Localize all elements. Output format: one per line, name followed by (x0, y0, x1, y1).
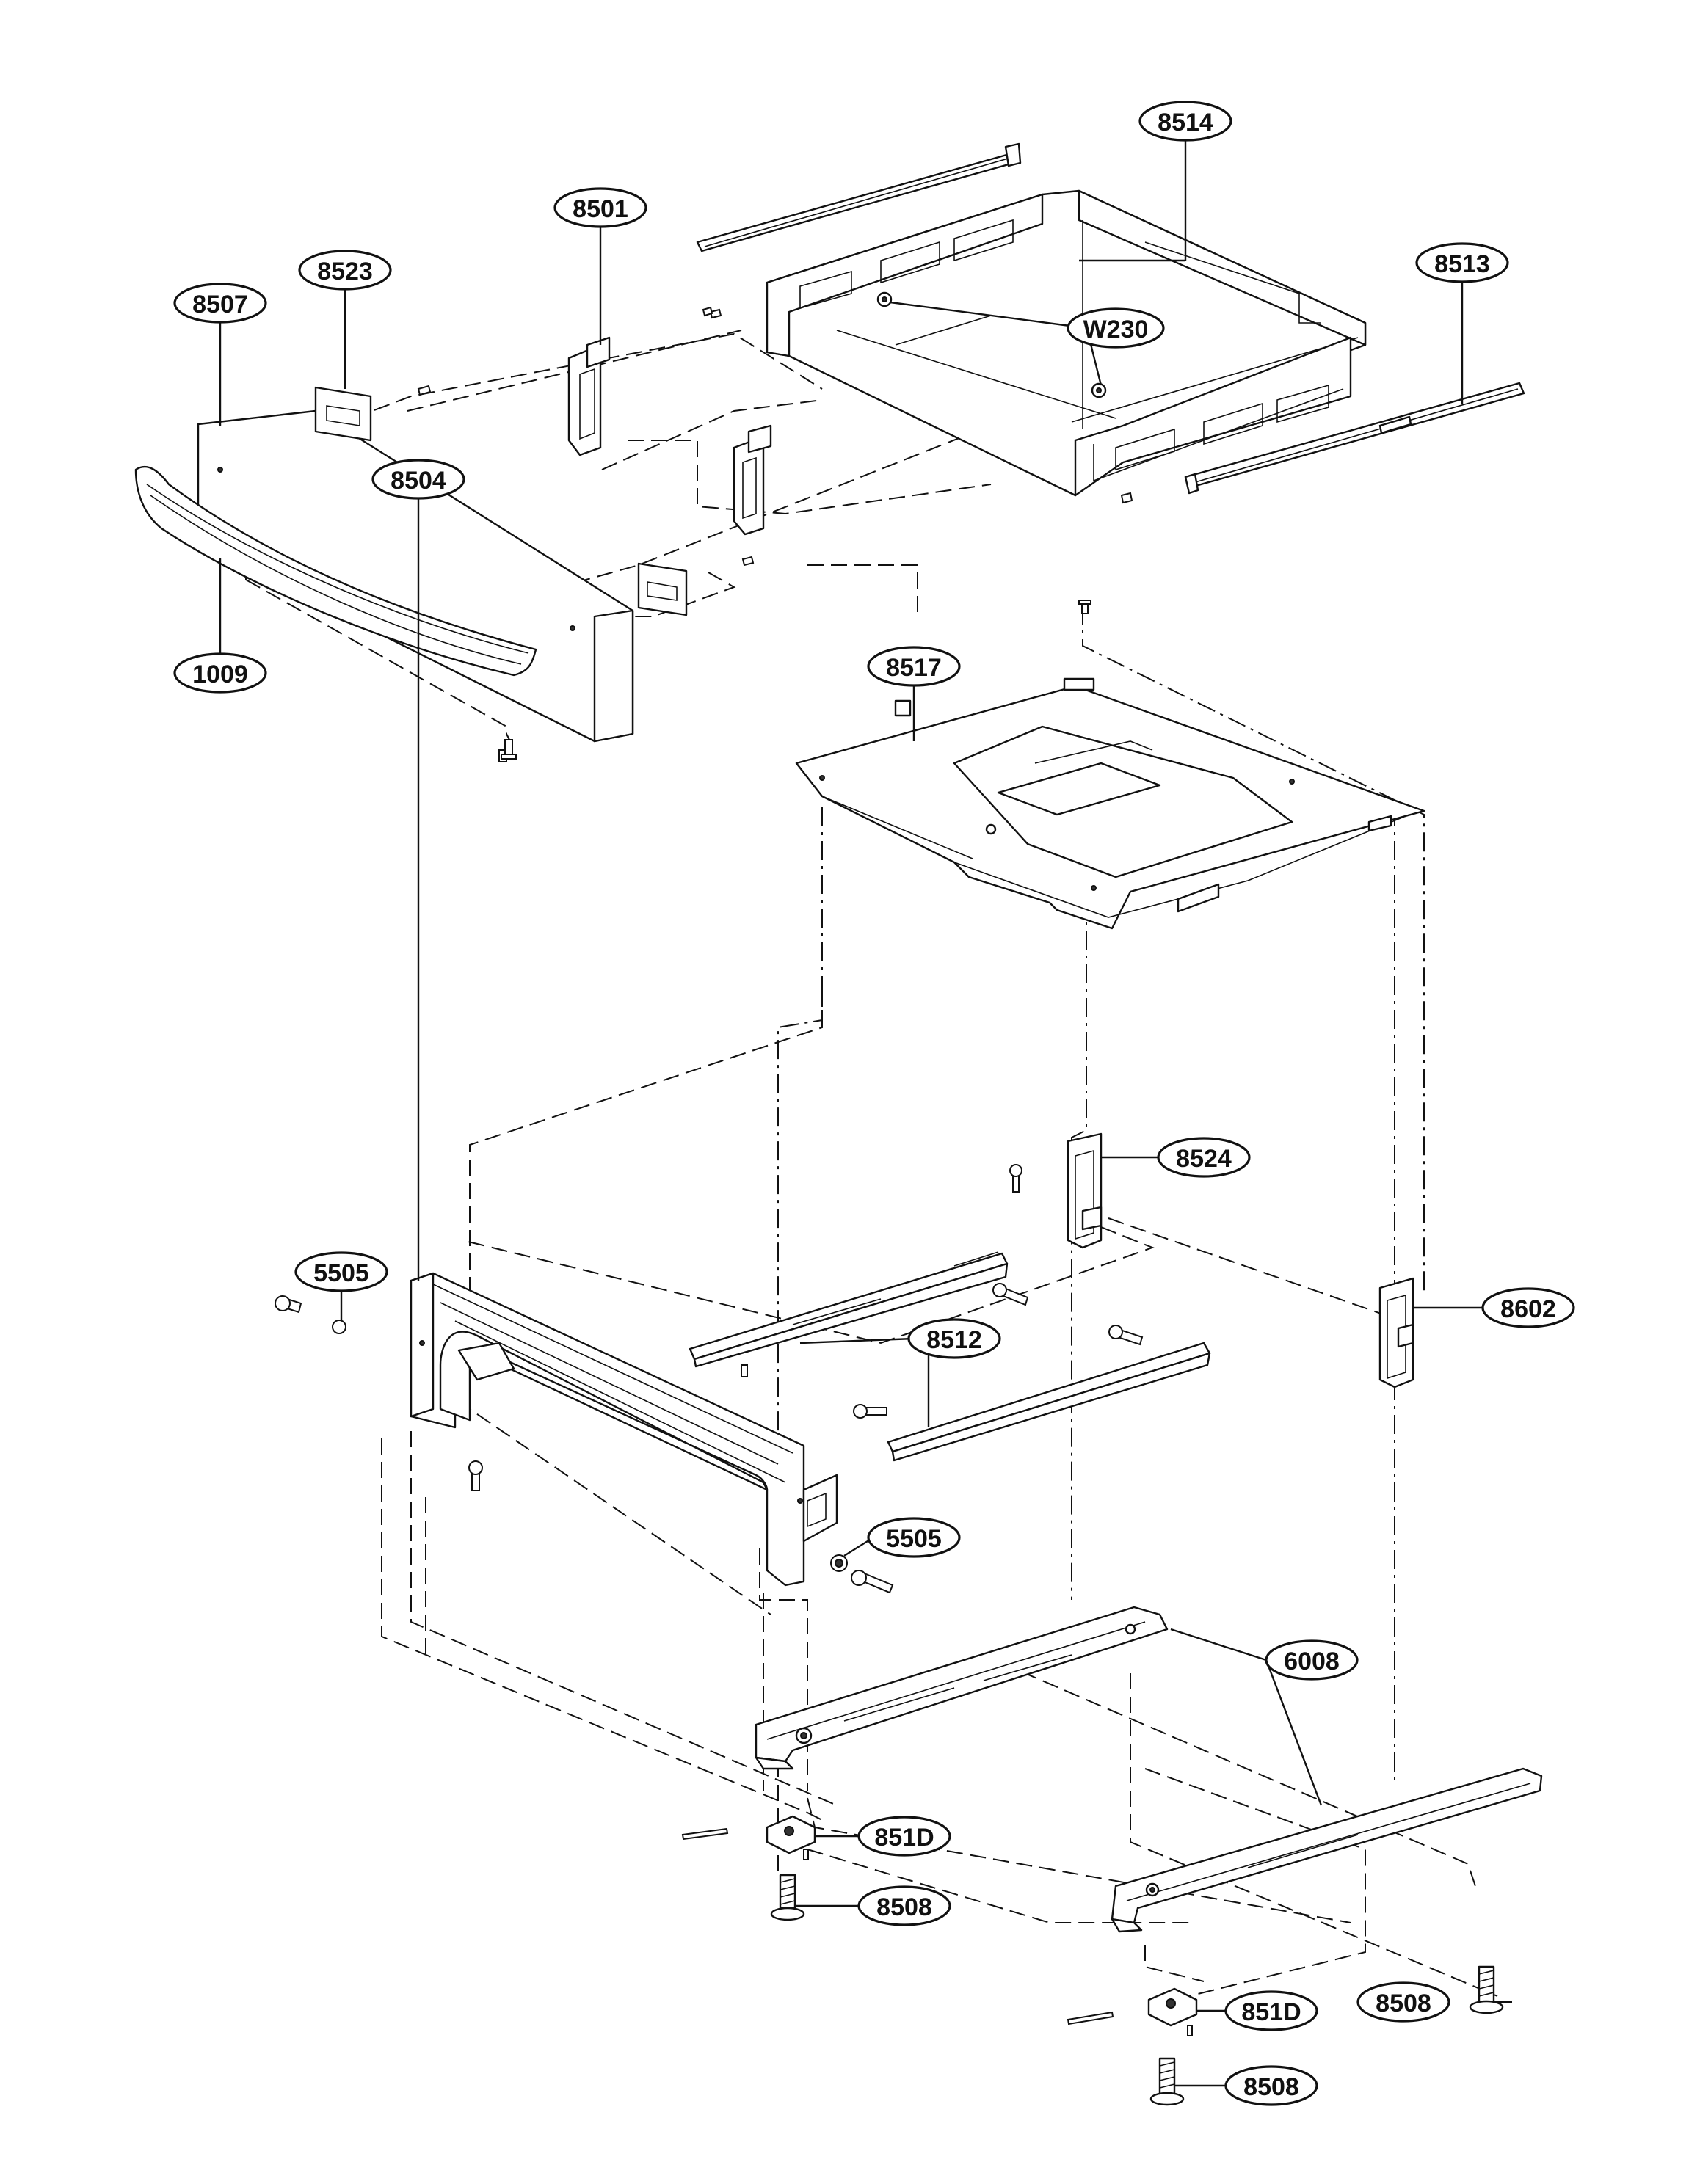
callout-leaders (219, 139, 1512, 2087)
svg-text:8508: 8508 (1243, 2073, 1299, 2101)
callout-851D-left: 851D (857, 1816, 951, 1857)
svg-text:5505: 5505 (886, 1525, 942, 1553)
svg-text:8602: 8602 (1500, 1295, 1556, 1323)
base-rail-right (1111, 1767, 1543, 1933)
drawer-bottom-cover (795, 677, 1425, 930)
callout-labels: 8514 8501 8523 8507 8513 W230 1009 8517 (173, 101, 1575, 2106)
svg-text:851D: 851D (874, 1824, 934, 1852)
base-rail-left (755, 1606, 1169, 1770)
leveling-leg-right (1469, 1965, 1504, 2014)
handle-spacer-left (314, 386, 372, 442)
callout-8513: 8513 (1415, 242, 1509, 283)
svg-text:8523: 8523 (317, 258, 373, 285)
callout-8508-right: 8508 (1356, 1981, 1450, 2023)
callout-8508-left: 8508 (857, 1885, 951, 1926)
leveler-bracket-left (681, 1815, 816, 1860)
svg-text:1009: 1009 (192, 660, 248, 688)
callout-8508-bottom: 8508 (1224, 2065, 1318, 2106)
callout-8507: 8507 (173, 283, 267, 324)
drawer-bracket-right (733, 424, 772, 536)
drawer-rail-top (696, 142, 1022, 252)
callout-851D-right: 851D (1224, 1990, 1318, 2031)
callout-8512: 8512 (907, 1318, 1001, 1359)
callout-8514: 8514 (1138, 101, 1232, 142)
washers (876, 291, 1107, 398)
right-rear-bracket (1378, 1277, 1414, 1388)
leveler-bracket-right (1067, 1987, 1198, 2036)
svg-text:8508: 8508 (1376, 1990, 1431, 2017)
svg-text:5505: 5505 (313, 1259, 369, 1287)
svg-text:8517: 8517 (886, 654, 942, 682)
handle-spacer-right (637, 562, 688, 616)
callout-8524: 8524 (1157, 1137, 1251, 1178)
svg-text:8504: 8504 (391, 467, 446, 495)
front-frame (410, 1272, 838, 1587)
drawer-rail-side (1184, 382, 1525, 495)
svg-text:W230: W230 (1083, 316, 1149, 343)
front-panel-screw (501, 739, 517, 760)
svg-text:6008: 6008 (1284, 1648, 1340, 1675)
svg-text:8514: 8514 (1158, 109, 1213, 136)
svg-text:8508: 8508 (876, 1893, 932, 1921)
callout-W230: W230 (1067, 307, 1165, 349)
leveling-leg-left (770, 1874, 805, 1921)
svg-text:8524: 8524 (1176, 1145, 1232, 1173)
drawer-box (766, 189, 1367, 497)
callout-8523: 8523 (298, 250, 392, 291)
slide-rail-lower (887, 1342, 1211, 1462)
slide-rail-upper (689, 1251, 1009, 1368)
callout-8602: 8602 (1481, 1287, 1575, 1328)
callout-8501: 8501 (553, 187, 647, 228)
svg-text:8507: 8507 (192, 291, 248, 318)
upper-screws (417, 306, 1133, 762)
callout-1009: 1009 (173, 652, 267, 694)
callout-5505-right: 5505 (867, 1517, 961, 1558)
callout-5505-left: 5505 (294, 1251, 388, 1292)
bottom-cover-screw (1078, 600, 1091, 614)
drawer-handle (134, 465, 537, 677)
frame-screws (275, 1164, 1144, 1594)
svg-text:851D: 851D (1241, 1998, 1301, 2026)
svg-text:8501: 8501 (573, 195, 628, 223)
drawer-bracket-left (567, 336, 611, 456)
callout-8504: 8504 (371, 459, 465, 500)
callout-8517: 8517 (867, 646, 961, 687)
svg-text:8512: 8512 (926, 1326, 982, 1354)
svg-text:8513: 8513 (1434, 250, 1490, 278)
left-rear-bracket (1067, 1132, 1103, 1249)
callout-6008: 6008 (1265, 1639, 1359, 1681)
leveling-leg-bottom (1149, 2057, 1185, 2106)
